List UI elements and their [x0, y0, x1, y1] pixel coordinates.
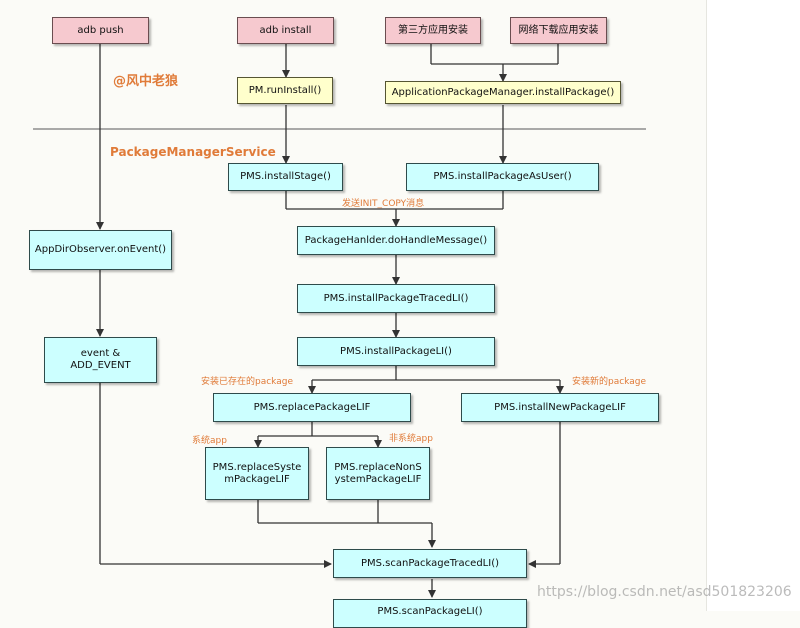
- install-new-package-node: PMS.installNewPackageLIF: [461, 393, 659, 422]
- author-annotation: @风中老狼: [113, 74, 179, 89]
- replace-non-system-label-line2: ystemPackageLIF: [334, 473, 422, 485]
- replace-package-label: PMS.replacePackageLIF: [253, 401, 371, 413]
- install-package-traced-label: PMS.installPackageTracedLI(): [323, 292, 469, 304]
- page-margin: [706, 0, 800, 611]
- app-dir-observer-label: AppDirObserver.onEvent(): [34, 244, 167, 255]
- pms-install-as-user-label: PMS.installPackageAsUser(): [433, 171, 572, 182]
- replace-non-system-label-line1: PMS.replaceNonS: [334, 461, 422, 473]
- install-package-traced-node: PMS.installPackageTracedLI(): [297, 284, 495, 313]
- install-package-li-label: PMS.installPackageLI(): [340, 345, 452, 357]
- pms-install-as-user-node: PMS.installPackageAsUser(): [406, 163, 599, 191]
- handler-handle-message-node: PackageHanlder.doHandleMessage(): [297, 226, 495, 255]
- scan-package-partial-label: PMS.scanPackageLI(): [377, 606, 483, 617]
- replace-system-label-line2: mPackageLIF: [224, 473, 290, 485]
- pms-install-stage-label: PMS.installStage(): [240, 171, 331, 182]
- app-package-manager-install-node: ApplicationPackageManager.installPackage…: [385, 81, 621, 104]
- install-package-li-node: PMS.installPackageLI(): [297, 337, 495, 366]
- replace-system-package-node: PMS.replaceSyste mPackageLIF: [205, 447, 309, 500]
- replace-system-label-line1: PMS.replaceSyste: [212, 461, 302, 473]
- adb-push-label: adb push: [77, 24, 124, 36]
- install-existing-annotation: 安装已存在的package: [201, 377, 293, 387]
- system-app-annotation: 系统app: [192, 436, 227, 446]
- app-package-manager-install-label: ApplicationPackageManager.installPackage…: [391, 86, 615, 98]
- third-party-install-label: 第三方应用安装: [398, 24, 468, 36]
- network-download-install-label: 网络下载应用安装: [518, 24, 599, 36]
- install-new-annotation: 安装新的package: [572, 377, 646, 387]
- handler-handle-message-label: PackageHanlder.doHandleMessage(): [304, 234, 488, 246]
- third-party-install-node: 第三方应用安装: [385, 17, 481, 44]
- scan-package-partial-node: PMS.scanPackageLI(): [333, 599, 527, 628]
- pm-run-install-node: PM.runInstall(): [237, 77, 333, 104]
- service-annotation: PackageManagerService: [110, 145, 276, 159]
- event-add-label-line2: ADD_EVENT: [70, 360, 131, 371]
- event-add-label-line1: event &: [80, 348, 121, 359]
- pm-run-install-label: PM.runInstall(): [248, 84, 322, 96]
- watermark: https://blog.csdn.net/asd501823206: [537, 584, 792, 600]
- adb-install-node: adb install: [237, 17, 334, 44]
- non-system-app-annotation: 非系统app: [389, 434, 433, 444]
- adb-install-label: adb install: [259, 24, 312, 36]
- send-init-copy-annotation: 发送INIT_COPY消息: [342, 199, 425, 209]
- pms-install-stage-node: PMS.installStage(): [228, 163, 343, 191]
- replace-non-system-package-node: PMS.replaceNonS ystemPackageLIF: [326, 447, 430, 500]
- replace-package-node: PMS.replacePackageLIF: [213, 393, 411, 422]
- flow-edges: [33, 44, 646, 598]
- scan-package-traced-node: PMS.scanPackageTracedLI(): [333, 549, 527, 578]
- network-download-install-node: 网络下载应用安装: [510, 17, 607, 44]
- adb-push-node: adb push: [52, 17, 149, 44]
- scan-package-traced-label: PMS.scanPackageTracedLI(): [360, 557, 499, 569]
- install-new-package-label: PMS.installNewPackageLIF: [494, 401, 626, 413]
- app-dir-observer-node: AppDirObserver.onEvent(): [29, 230, 172, 270]
- event-add-node: event & ADD_EVENT: [44, 337, 157, 383]
